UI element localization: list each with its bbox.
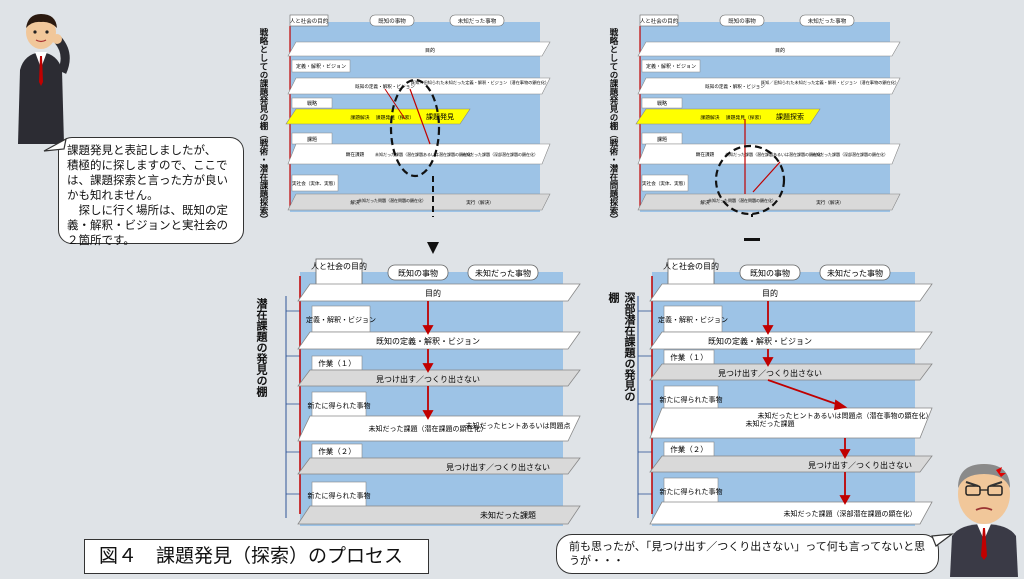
- tl-text: 定義・解釈・ビジョン: [296, 63, 346, 70]
- tl-text: 解決: [350, 199, 360, 206]
- bl-band-text: 目的: [425, 288, 441, 298]
- tr-text: 未知だった課題（深部潜在課題の顕在化）: [812, 151, 888, 157]
- tl-text: 未知だった問題（潜在問題の顕在化）: [358, 197, 426, 203]
- br-row-label: 作業（１）: [670, 352, 708, 362]
- bubble-right-text: 前も思ったが、「見つけ出す／つくり出さない」って何も言ってないと思うが・・・: [569, 540, 926, 567]
- bl-band-text: 未知だった課題（潜在課題の顕在化）: [369, 424, 488, 433]
- bottom-right-diagram: 人と社会の目的 既知の事物 未知だった事物 目的 定義・解釈・ビジョン 既知の定…: [637, 258, 933, 526]
- br-row-label: 定義・解釈・ビジョン: [658, 315, 728, 324]
- bl-band-text: 未知だったヒントあるいは問題点: [466, 421, 571, 430]
- tr-header-1: 人と社会の目的: [640, 17, 679, 25]
- br-row-label: 新たに得られた事物: [660, 487, 723, 496]
- br-band-text: 未知だった課題: [746, 419, 795, 428]
- tr-text: 未知だった問題（潜在問題の顕在化）: [708, 197, 776, 203]
- br-band-text: 未知だったヒントあるいは問題点（潜在事物の顕在化）: [758, 411, 933, 420]
- top-right-side-title: 戦略としての課題発見の棚（戦術・潜在問題探索）: [608, 28, 618, 224]
- tr-text: 既知の定義・解釈・ビジョン: [705, 83, 765, 90]
- bl-band-text: 見つけ出す／つくり出さない: [376, 374, 480, 384]
- bl-row-label: 定義・解釈・ビジョン: [306, 315, 376, 324]
- top-right-diagram: 人と社会の目的 既知の事物 未知だった事物 目的 定義・解釈・ビジョン 既知の定…: [635, 14, 901, 217]
- angry-old-man-illustration: [950, 464, 1018, 577]
- br-band-text: 見つけ出す／つくり出さない: [808, 460, 912, 470]
- tl-text: 戦略: [307, 100, 317, 107]
- br-band-text: 目的: [762, 288, 778, 298]
- bottom-left-side-title: 潜在課題の発見の棚: [255, 298, 268, 397]
- br-band-text: 未知だった課題（深部潜在課題の顕在化）: [784, 509, 917, 518]
- figure-caption: 図４ 課題発見（探索）のプロセス: [84, 539, 429, 574]
- bubble-left-line: 積極的に探しますので、ここで: [67, 158, 228, 172]
- br-band-text: 見つけ出す／つくり出さない: [718, 368, 822, 378]
- br-row-label: 作業（２）: [670, 444, 708, 454]
- tr-text: 戦略: [657, 100, 667, 107]
- br-row-label: 新たに得られた事物: [660, 395, 723, 404]
- tl-text: 未知だった課題（潜在課題あるいは潜在課題の顕在化）: [375, 151, 475, 157]
- tr-text: 実社会（実体、実態）: [642, 180, 688, 187]
- bubble-right-tail: [931, 533, 955, 547]
- tl-text: 課題解決: [350, 114, 369, 121]
- bubble-left-line: かも知れません。: [67, 188, 159, 202]
- bl-header-1: 人と社会の目的: [311, 261, 367, 271]
- tr-text: 課題探索: [776, 112, 804, 121]
- bl-header-2: 既知の事物: [398, 268, 438, 278]
- tl-header-2: 既知の事物: [378, 17, 406, 25]
- br-header-2: 既知の事物: [750, 268, 790, 278]
- top-left-side-title: 戦略としての課題発見の棚（戦術・潜在課題探索）: [258, 28, 268, 224]
- speech-bubble-left: 課題発見と表記しましたが、 積極的に探しますので、ここで は、課題探索と言った方…: [58, 137, 244, 247]
- tr-text: 解決: [700, 199, 710, 206]
- tl-text: 目的: [425, 47, 435, 54]
- bl-row-label: 作業（２）: [318, 446, 356, 456]
- bubble-left-line: ２箇所です。: [67, 233, 135, 247]
- tl-text: 未知だった課題（深部潜在課題の顕在化）: [462, 151, 538, 157]
- tl-header-3: 未知だった事物: [458, 17, 497, 25]
- tl-text: 顕在課題: [346, 151, 365, 158]
- speech-bubble-right: 前も思ったが、「見つけ出す／つくり出さない」って何も言ってないと思うが・・・: [556, 534, 939, 574]
- top-right-t-bar: [744, 238, 760, 241]
- bl-row-label: 新たに得られた事物: [308, 491, 371, 500]
- tr-text: 未知だった課題（潜在課題あるいは潜在課題の顕在化）: [725, 151, 825, 157]
- tr-text: 課題解決: [700, 114, 719, 121]
- tr-text: 実行（解決）: [816, 199, 844, 206]
- tl-text: 課題発見: [426, 112, 454, 121]
- bl-header-3: 未知だった事物: [475, 268, 531, 278]
- bubble-left-line: 義・解釈・ビジョンと実社会の: [67, 218, 228, 232]
- bl-band-text: 見つけ出す／つくり出さない: [446, 462, 550, 472]
- bottom-left-diagram: 人と社会の目的 既知の事物 未知だった事物 目的 定義・解釈・ビジョン 既知の定…: [285, 258, 581, 526]
- tr-text: 課題発見（探索）: [726, 114, 764, 121]
- tr-text: 顕在課題: [696, 151, 715, 158]
- br-header-1: 人と社会の目的: [663, 261, 719, 271]
- tl-text: 実社会（実体、実態）: [292, 180, 338, 187]
- presenter-man-illustration: [18, 14, 70, 144]
- bubble-left-line: 探しに行く場所は、既知の定: [67, 203, 228, 217]
- br-header-3: 未知だった事物: [827, 268, 883, 278]
- tr-header-2: 既知の事物: [728, 17, 756, 25]
- tl-text: 既知／旧知られた未知だった定義・解釈・ビジョン（潜在事物の顕在化）: [411, 79, 549, 86]
- tl-header-1: 人と社会の目的: [290, 17, 329, 25]
- bottom-right-side-title: 深部潜在課題の発見の棚: [607, 292, 636, 402]
- tr-text: 定義・解釈・ビジョン: [646, 63, 696, 70]
- bubble-left-line: 課題発見と表記しましたが、: [67, 143, 217, 157]
- bl-row-label: 新たに得られた事物: [308, 401, 371, 410]
- br-band-text: 既知の定義・解釈・ビジョン: [708, 336, 812, 346]
- tl-text: 既知の定義・解釈・ビジョン: [355, 83, 415, 90]
- bl-band-text: 未知だった課題: [480, 510, 536, 520]
- bl-row-label: 作業（１）: [318, 358, 356, 368]
- tr-header-3: 未知だった事物: [808, 17, 847, 25]
- tr-text: 目的: [775, 47, 785, 54]
- bubble-left-tail: [43, 137, 67, 152]
- top-left-diagram: 人と社会の目的 既知の事物 未知だった事物 目的 定義・解釈・ビジョン 既知の定…: [285, 14, 551, 217]
- tl-text: 課題: [307, 136, 317, 143]
- bubble-left-line: は、課題探索と言った方が良い: [67, 173, 228, 187]
- bl-band-text: 既知の定義・解釈・ビジョン: [376, 336, 480, 346]
- tr-text: 既知／旧知られた未知だった定義・解釈・ビジョン（潜在事物の顕在化）: [761, 79, 899, 86]
- tr-text: 課題: [657, 136, 667, 143]
- tl-text: 課題発見（探索）: [376, 114, 414, 121]
- top-left-down-arrow: [427, 242, 439, 254]
- tl-text: 実行（解決）: [466, 199, 494, 206]
